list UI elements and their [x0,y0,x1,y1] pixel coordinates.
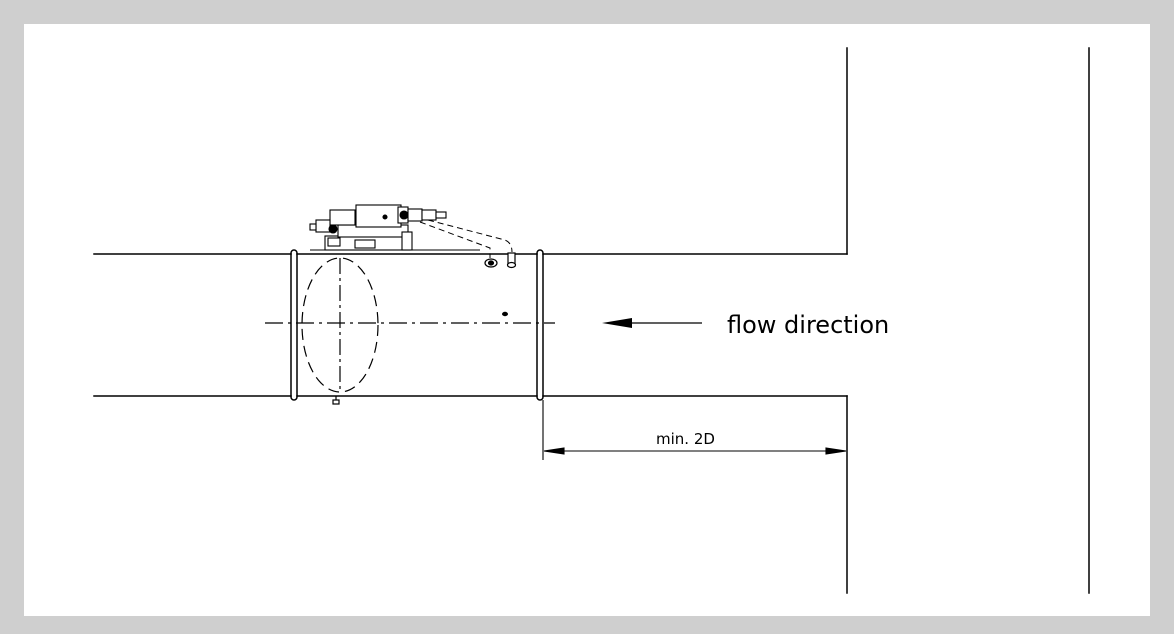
right-flange [536,249,544,401]
left-flange [290,249,298,401]
damper-blade [301,257,379,393]
drain-nub [332,399,340,405]
flow-direction-label: flow direction [727,311,889,339]
min-2d-label: min. 2D [656,430,715,448]
flow-arrow [602,318,702,328]
pressure-tube-1 [419,221,491,258]
drawing-sheet [24,24,1150,616]
pressure-tube-2 [427,219,513,253]
actuator-assembly [309,204,480,251]
dimension-min-2d [542,400,847,460]
measuring-point [502,311,508,317]
